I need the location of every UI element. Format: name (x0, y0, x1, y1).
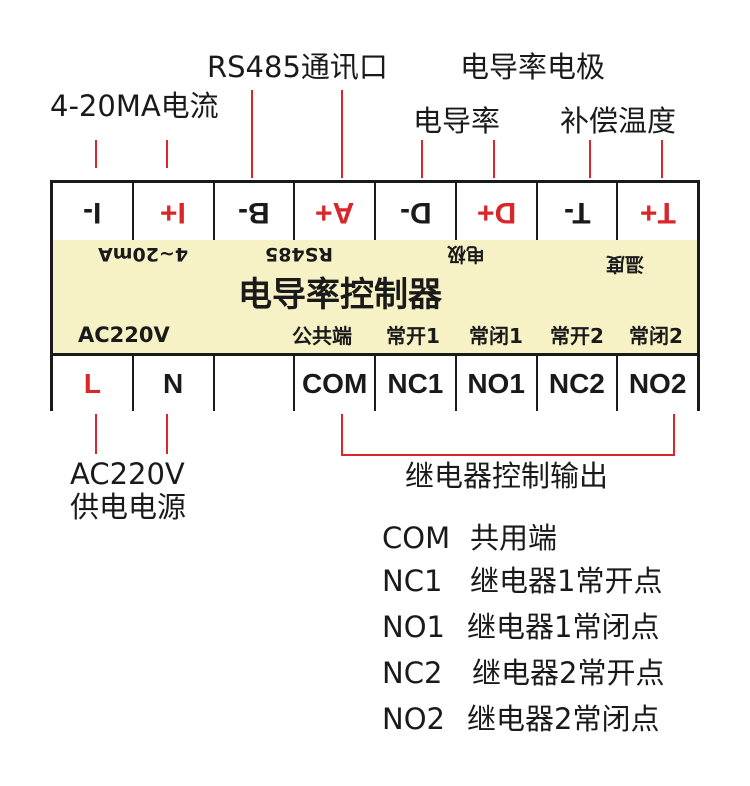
terminal-label: T- (563, 195, 591, 229)
leader-line-l (95, 414, 97, 454)
controller-panel: 4~20mA RS485 电极 温度 电导率控制器 AC220V 公共端 常开1… (53, 240, 697, 353)
terminal-label: T+ (639, 195, 676, 229)
legend-code: NO1 (382, 610, 445, 644)
legend-code: NC1 (382, 564, 443, 598)
leader-line-i-plus (166, 140, 168, 168)
top-terminal-row: I- I+ B- A+ D- D+ T- T+ (53, 183, 697, 243)
panel-label-4-20ma: 4~20mA (98, 243, 189, 265)
legend-desc: 共用端 (470, 521, 558, 555)
leader-line-n (166, 414, 168, 454)
legend-item-nc2: NC2 继电器2常开点 (382, 659, 664, 688)
panel-label-no2: 常闭2 (629, 324, 683, 348)
terminal-no1: NO1 (454, 356, 536, 411)
label-power-supply: 供电电源 (70, 490, 187, 524)
panel-label-no1: 常闭1 (469, 324, 523, 348)
leader-line-b-minus (251, 90, 253, 178)
label-conductivity-electrode: 电导率电极 (460, 50, 606, 84)
terminal-label: L (83, 367, 101, 399)
terminal-label: D+ (476, 195, 516, 229)
terminal-label: A+ (315, 195, 355, 229)
legend-desc: 继电器2常开点 (472, 656, 665, 690)
terminal-l: L (53, 356, 132, 411)
relay-bracket-left (341, 414, 343, 456)
panel-label-electrode: 电极 (447, 243, 486, 265)
label-relay-output: 继电器控制输出 (405, 459, 609, 493)
leader-line-a-plus (341, 90, 343, 178)
terminal-label: D- (399, 195, 432, 229)
panel-label-rs485: RS485 (265, 243, 333, 265)
panel-label-ac220v: AC220V (78, 323, 170, 347)
terminal-label: COM (301, 367, 368, 399)
terminal-label: NO1 (467, 367, 525, 399)
relay-bracket-bottom (341, 454, 675, 456)
terminal-block: I- I+ B- A+ D- D+ T- T+ 4~20mA RS485 电极 … (50, 180, 700, 411)
terminal-label: NC1 (387, 367, 444, 399)
terminal-i-minus: I- (53, 183, 132, 240)
legend-code: COM (382, 521, 451, 555)
terminal-empty (212, 356, 294, 411)
legend-item-com: COM 共用端 (382, 524, 557, 553)
terminal-label: I- (83, 195, 102, 229)
legend-code: NC2 (382, 656, 443, 690)
terminal-n: N (131, 356, 213, 411)
panel-label-temperature: 温度 (606, 253, 645, 275)
terminal-t-plus: T+ (616, 183, 697, 240)
terminal-nc1: NC1 (374, 356, 455, 411)
legend-desc: 继电器1常开点 (470, 564, 663, 598)
label-4-20ma-current: 4-20MA电流 (50, 89, 219, 123)
terminal-label: NO2 (628, 367, 687, 399)
legend-desc: 继电器2常闭点 (467, 702, 660, 736)
relay-bracket-right (673, 414, 675, 456)
terminal-label: I+ (160, 195, 187, 229)
bottom-terminal-row: L N COM NC1 NO1 NC2 NO2 (53, 353, 697, 411)
terminal-t-minus: T- (535, 183, 617, 240)
leader-line-d-minus (421, 140, 423, 178)
leader-line-i-minus (95, 140, 97, 168)
terminal-nc2: NC2 (535, 356, 617, 411)
terminal-a-plus: A+ (293, 183, 374, 240)
terminal-d-plus: D+ (454, 183, 536, 240)
terminal-label: NC2 (548, 367, 605, 399)
legend-code: NO2 (382, 702, 445, 736)
legend-desc: 继电器1常闭点 (467, 610, 660, 644)
terminal-label: B- (238, 195, 270, 229)
label-rs485-port: RS485通讯口 (207, 50, 388, 84)
terminal-i-plus: I+ (131, 183, 213, 240)
panel-label-nc1: 常开1 (386, 324, 440, 348)
legend-item-no1: NO1 继电器1常闭点 (382, 613, 659, 642)
terminal-label: N (163, 367, 184, 399)
terminal-d-minus: D- (374, 183, 455, 240)
terminal-no2: NO2 (616, 356, 697, 411)
panel-label-nc2: 常开2 (550, 324, 604, 348)
label-temperature-compensation: 补偿温度 (560, 104, 677, 138)
leader-line-t-minus (589, 140, 591, 178)
controller-title: 电导率控制器 (238, 275, 442, 315)
leader-line-d-plus (493, 140, 495, 178)
label-conductivity: 电导率 (413, 104, 501, 138)
legend-item-nc1: NC1 继电器1常开点 (382, 567, 662, 596)
panel-label-common: 公共端 (292, 324, 352, 348)
terminal-com: COM (293, 356, 374, 411)
leader-line-t-plus (661, 140, 663, 178)
label-power-ac220v: AC220V (70, 457, 185, 491)
legend-item-no2: NO2 继电器2常闭点 (382, 705, 659, 734)
terminal-b-minus: B- (212, 183, 294, 240)
